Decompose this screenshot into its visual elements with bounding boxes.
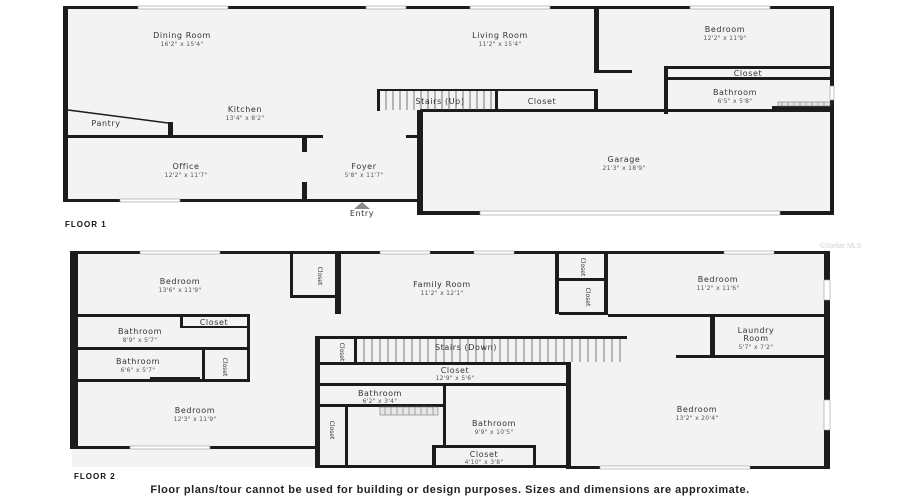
entry-label: Entry bbox=[350, 209, 374, 218]
floor-1-plan: Dining Room 16'2" x 15'4" Living Room 11… bbox=[63, 5, 835, 229]
bathroom-1-name: Bathroom bbox=[713, 88, 757, 97]
bedroom-ne-dim: 11'2" x 11'6" bbox=[697, 285, 740, 292]
laundry-name-line1: Laundry bbox=[738, 326, 775, 335]
entry-arrow-icon bbox=[354, 202, 370, 209]
bathroom-w2-dim: 6'6" x 5'7" bbox=[121, 367, 156, 374]
bathroom-w1-name: Bathroom bbox=[118, 327, 162, 336]
bathroom-mid-name: Bathroom bbox=[358, 389, 402, 398]
laundry-name-line2: Room bbox=[743, 334, 768, 343]
floor-2-walls bbox=[70, 251, 830, 469]
living-room-name: Living Room bbox=[472, 31, 528, 40]
laundry-dim: 5'7" x 7'2" bbox=[739, 344, 774, 351]
bathroom-s-dim: 9'9" x 10'5" bbox=[475, 429, 514, 436]
bathroom-1-dim: 6'5" x 5'8" bbox=[718, 98, 753, 105]
stairs-down-treads bbox=[363, 339, 621, 362]
garage-name: Garage bbox=[608, 155, 641, 164]
closet-1-name: Closet bbox=[734, 69, 763, 78]
bedroom-se-dim: 13'2" x 20'4" bbox=[676, 415, 719, 422]
stairs-down-name: Stairs (Down) bbox=[435, 343, 497, 352]
closet-s-dim: 4'10" x 3'8" bbox=[465, 459, 504, 466]
bedroom-ne-name: Bedroom bbox=[698, 275, 738, 284]
kitchen-dim: 13'4" x 8'2" bbox=[226, 115, 265, 122]
family-room-name: Family Room bbox=[413, 280, 471, 289]
pantry-name: Pantry bbox=[91, 119, 120, 128]
bedroom-se-name: Bedroom bbox=[677, 405, 717, 414]
bedroom-sw-name: Bedroom bbox=[175, 406, 215, 415]
floor-2-plan: Bedroom 13'6" x 11'9" Closet Family Room… bbox=[70, 242, 862, 481]
foyer-dim: 5'8" x 11'7" bbox=[345, 172, 384, 179]
stairs-closet-name: Closet bbox=[528, 97, 557, 106]
closet-hall-name: Closet bbox=[338, 343, 345, 362]
bedroom-sw-dim: 12'3" x 11'9" bbox=[174, 416, 217, 423]
closet-sw-name: Closet bbox=[328, 421, 335, 440]
office-name: Office bbox=[172, 162, 199, 171]
disclaimer-text: Floor plans/tour cannot be used for buil… bbox=[150, 484, 750, 496]
bedroom-nw-name: Bedroom bbox=[160, 277, 200, 286]
bathroom-w1-dim: 8'9" x 5'7" bbox=[123, 337, 158, 344]
floor-2-windows bbox=[129, 250, 831, 470]
floor-1-label: FLOOR 1 bbox=[65, 220, 107, 229]
closet-c1-name: Closet bbox=[579, 258, 586, 277]
floor-1-windows bbox=[119, 5, 835, 216]
closet-nw-name: Closet bbox=[316, 267, 323, 286]
closet-w2-name: Closet bbox=[221, 358, 228, 377]
bathroom-mid-dim: 6'2" x 3'4" bbox=[363, 398, 398, 405]
tub-hatch-2 bbox=[379, 406, 439, 416]
bedroom-1-name: Bedroom bbox=[705, 25, 745, 34]
closet-s-name: Closet bbox=[470, 450, 499, 459]
floor-plan: Dining Room 16'2" x 15'4" Living Room 11… bbox=[63, 5, 862, 481]
closet-w1-name: Closet bbox=[200, 318, 229, 327]
stairs-up-name: Stairs (Up) bbox=[415, 97, 464, 106]
kitchen-name: Kitchen bbox=[228, 105, 262, 114]
tub-hatch-1 bbox=[777, 101, 831, 107]
family-room-dim: 11'2" x 12'1" bbox=[421, 290, 464, 297]
bedroom-1-dim: 12'2" x 11'9" bbox=[704, 35, 747, 42]
stairs-up-treads bbox=[385, 91, 492, 110]
dining-room-dim: 16'2" x 15'4" bbox=[161, 41, 204, 48]
office-dim: 12'2" x 11'7" bbox=[165, 172, 208, 179]
bathroom-s-name: Bathroom bbox=[472, 419, 516, 428]
closet-mid-dim: 12'9" x 5'6" bbox=[436, 375, 475, 382]
garage-dim: 21'3" x 18'9" bbox=[603, 165, 646, 172]
foyer-name: Foyer bbox=[351, 162, 376, 171]
dining-room-name: Dining Room bbox=[153, 31, 211, 40]
closet-c2-name: Closet bbox=[584, 288, 591, 307]
living-room-dim: 11'2" x 15'4" bbox=[479, 41, 522, 48]
bathroom-w2-name: Bathroom bbox=[116, 357, 160, 366]
bedroom-nw-dim: 13'6" x 11'9" bbox=[159, 287, 202, 294]
floor-2-label: FLOOR 2 bbox=[74, 472, 116, 481]
watermark: ©Stellar MLS bbox=[820, 242, 862, 250]
closet-mid-name: Closet bbox=[441, 366, 470, 375]
